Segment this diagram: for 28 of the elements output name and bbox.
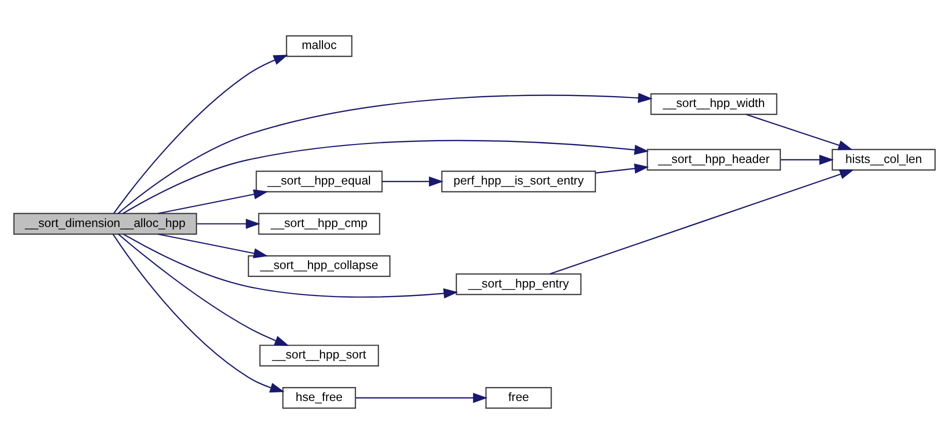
node-box: __sort__hpp_cmp — [258, 212, 380, 234]
node-box: __sort__hpp_entry — [456, 272, 582, 295]
arrow — [112, 233, 285, 392]
arrow — [746, 113, 853, 150]
arrow — [158, 233, 268, 258]
arrow — [118, 92, 653, 214]
node-box: __sort_dimension__alloc_hpp — [13, 212, 198, 234]
node-box: __sort__hpp_collapse — [248, 254, 390, 276]
arrow — [123, 233, 458, 298]
node-box: hists__col_len — [832, 148, 936, 170]
arrow — [550, 168, 854, 274]
arrow — [196, 218, 260, 228]
node-box: __sort__hpp_sort — [259, 344, 379, 366]
arrow — [780, 154, 834, 164]
node-box: perf_hpp__is_sort_entry — [441, 170, 596, 192]
arrow — [356, 392, 488, 402]
arrow — [118, 233, 290, 346]
node-box: __sort__hpp_width — [650, 92, 778, 115]
node-box: malloc — [286, 34, 352, 56]
arrow — [382, 176, 444, 186]
arrow — [158, 188, 268, 214]
arrow — [122, 139, 649, 214]
node-box: free — [485, 386, 552, 408]
node-box: __sort__hpp_header — [646, 148, 781, 170]
arrow — [595, 163, 650, 174]
node-box: __sort__hpp_equal — [256, 170, 383, 192]
arrow — [113, 54, 288, 214]
node-box: hse_free — [282, 386, 356, 408]
